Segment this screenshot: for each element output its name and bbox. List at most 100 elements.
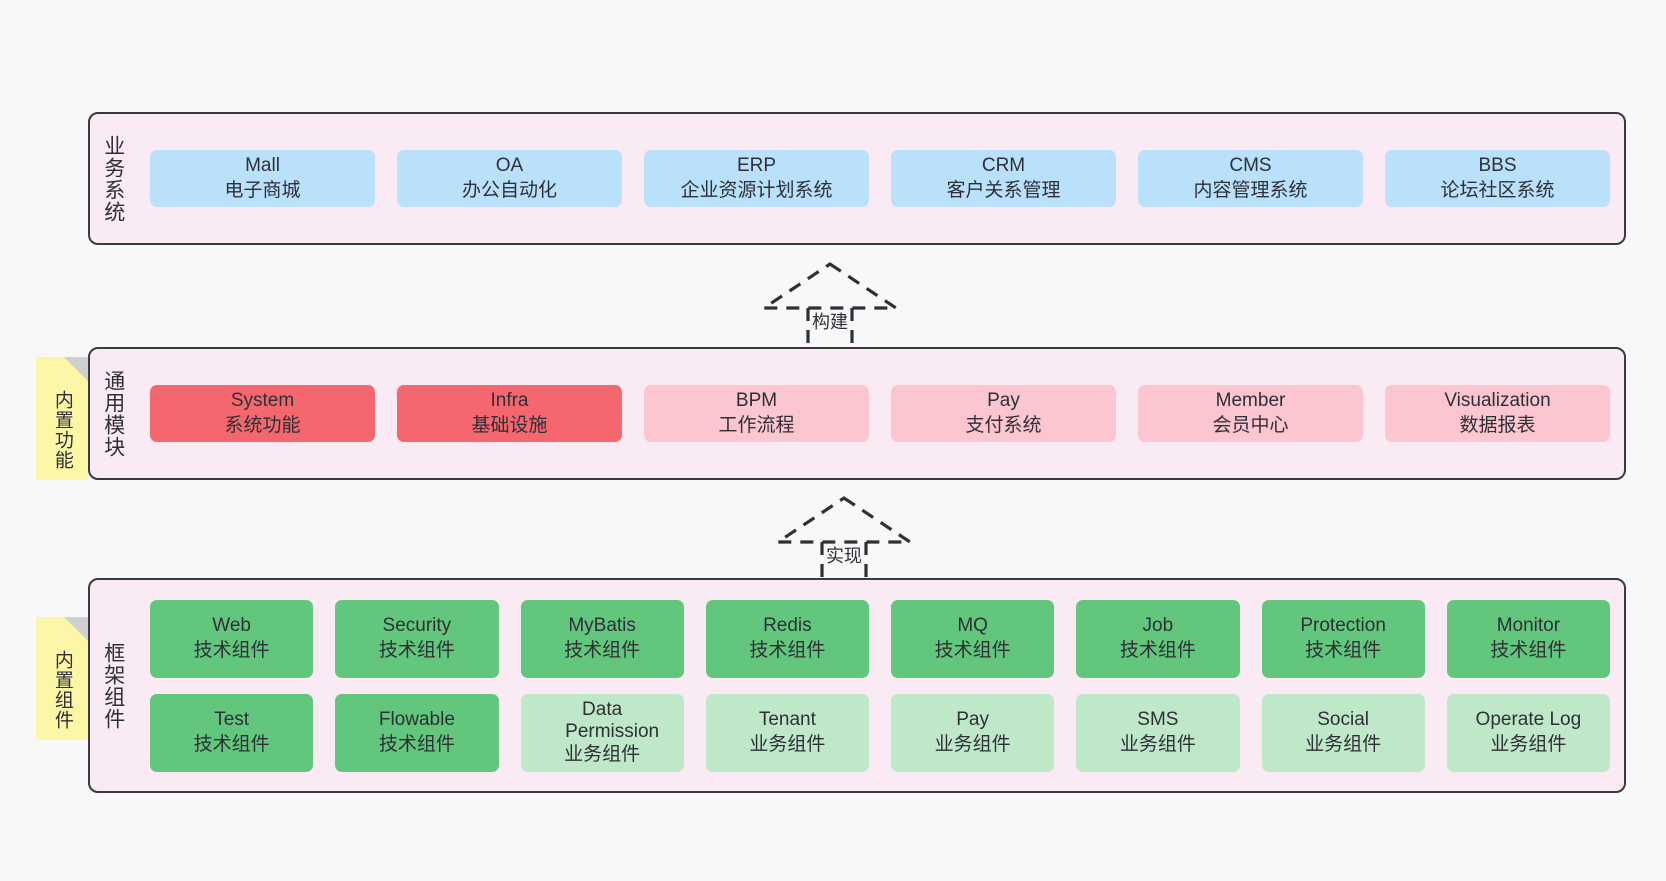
node-mq[interactable]: MQ 技术组件 — [891, 599, 1055, 678]
node-subtitle: 技术组件 — [564, 639, 641, 661]
node-subtitle: 电子商城 — [224, 179, 301, 201]
node-protection[interactable]: Protection 技术组件 — [1261, 599, 1425, 678]
arrow-head-triangle — [772, 496, 916, 544]
node-row: Web 技术组件 Security 技术组件 MyBatis 技术组件 Redi… — [150, 599, 1610, 678]
sticky-note-label: 内置组件 — [51, 649, 73, 730]
node-subtitle: 业务组件 — [564, 743, 641, 765]
node-infra[interactable]: Infra 基础设施 — [397, 384, 622, 443]
node-subtitle: 工作流程 — [718, 414, 795, 436]
layer-business-system-caption: 业务系统 — [101, 134, 125, 223]
connector-build-label: 构建 — [812, 312, 848, 332]
node-subtitle: 技术组件 — [1305, 639, 1382, 661]
node-erp[interactable]: ERP 企业资源计划系统 — [644, 149, 869, 208]
node-title: MQ — [957, 614, 988, 636]
node-subtitle: 业务组件 — [934, 733, 1011, 755]
node-title: Redis — [763, 614, 812, 636]
node-subtitle: 数据报表 — [1459, 414, 1536, 436]
node-title: Visualization — [1444, 389, 1551, 411]
node-subtitle: 系统功能 — [224, 414, 301, 436]
node-tenant[interactable]: Tenant 业务组件 — [705, 693, 869, 772]
node-mybatis[interactable]: MyBatis 技术组件 — [520, 599, 684, 678]
node-subtitle: 企业资源计划系统 — [680, 179, 833, 201]
node-web[interactable]: Web 技术组件 — [150, 599, 314, 678]
node-subtitle: 基础设施 — [471, 414, 548, 436]
node-subtitle: 技术组件 — [1490, 639, 1567, 661]
layer-common-modules: 通用模块 System 系统功能 Infra 基础设施 BPM 工作流程 Pay… — [88, 347, 1626, 480]
node-job[interactable]: Job 技术组件 — [1076, 599, 1240, 678]
node-mall[interactable]: Mall 电子商城 — [150, 149, 375, 208]
node-subtitle: 办公自动化 — [461, 179, 557, 201]
layer-framework-components-caption: 框架组件 — [101, 641, 125, 730]
node-subtitle: 技术组件 — [193, 639, 270, 661]
node-title: MyBatis — [568, 614, 636, 636]
sticky-note-builtin-features: 内置功能 — [36, 357, 88, 480]
layer-common-modules-caption: 通用模块 — [101, 369, 125, 458]
sticky-note-builtin-components: 内置组件 — [36, 617, 88, 740]
node-title: BBS — [1478, 154, 1517, 176]
node-subtitle: 业务组件 — [1490, 733, 1567, 755]
node-subtitle: 业务组件 — [1305, 733, 1382, 755]
node-subtitle: 内容管理系统 — [1193, 179, 1308, 201]
node-subtitle: 技术组件 — [749, 639, 826, 661]
node-subtitle: 支付系统 — [965, 414, 1042, 436]
node-member[interactable]: Member 会员中心 — [1138, 384, 1363, 443]
node-subtitle: 会员中心 — [1212, 414, 1289, 436]
node-sms[interactable]: SMS 业务组件 — [1076, 693, 1240, 772]
node-subtitle: 技术组件 — [934, 639, 1011, 661]
node-title: Security — [382, 614, 452, 636]
node-flowable[interactable]: Flowable 技术组件 — [335, 693, 499, 772]
node-title: Tenant — [758, 708, 816, 730]
node-title: Job — [1142, 614, 1174, 636]
layer-common-modules-body: System 系统功能 Infra 基础设施 BPM 工作流程 Pay 支付系统… — [136, 349, 1624, 478]
node-oa[interactable]: OA 办公自动化 — [397, 149, 622, 208]
layer-framework-components: 框架组件 Web 技术组件 Security 技术组件 MyBatis 技术组件… — [88, 578, 1626, 793]
node-subtitle: 客户关系管理 — [946, 179, 1061, 201]
node-visualization[interactable]: Visualization 数据报表 — [1385, 384, 1610, 443]
node-crm[interactable]: CRM 客户关系管理 — [891, 149, 1116, 208]
node-title: Pay — [987, 389, 1020, 411]
node-data-permission[interactable]: Data Permission 业务组件 — [520, 693, 684, 772]
node-title: Social — [1317, 708, 1369, 730]
node-cms[interactable]: CMS 内容管理系统 — [1138, 149, 1363, 208]
node-title: OA — [495, 154, 524, 176]
node-subtitle: 技术组件 — [1119, 639, 1196, 661]
node-row: System 系统功能 Infra 基础设施 BPM 工作流程 Pay 支付系统… — [150, 384, 1610, 443]
node-title: CMS — [1229, 154, 1272, 176]
connector-implement: 实现 — [770, 492, 918, 580]
node-subtitle: 技术组件 — [378, 733, 455, 755]
node-pay-business[interactable]: Pay 业务组件 — [891, 693, 1055, 772]
node-test[interactable]: Test 技术组件 — [150, 693, 314, 772]
node-title: Mall — [245, 154, 280, 176]
node-social[interactable]: Social 业务组件 — [1261, 693, 1425, 772]
node-bbs[interactable]: BBS 论坛社区系统 — [1385, 149, 1610, 208]
layer-framework-components-body: Web 技术组件 Security 技术组件 MyBatis 技术组件 Redi… — [136, 580, 1624, 791]
node-title: Data Permission — [565, 698, 660, 743]
node-title: Member — [1215, 389, 1286, 411]
node-title: Operate Log — [1475, 708, 1582, 730]
node-title: Infra — [490, 389, 529, 411]
node-title: System — [230, 389, 295, 411]
node-monitor[interactable]: Monitor 技术组件 — [1446, 599, 1610, 678]
node-title: Pay — [956, 708, 989, 730]
connector-implement-label: 实现 — [826, 546, 862, 566]
node-title: CRM — [981, 154, 1026, 176]
node-redis[interactable]: Redis 技术组件 — [705, 599, 869, 678]
node-system[interactable]: System 系统功能 — [150, 384, 375, 443]
node-security[interactable]: Security 技术组件 — [335, 599, 499, 678]
connector-build: 构建 — [756, 258, 904, 346]
node-title: ERP — [736, 154, 777, 176]
node-pay[interactable]: Pay 支付系统 — [891, 384, 1116, 443]
node-bpm[interactable]: BPM 工作流程 — [644, 384, 869, 443]
node-row: Test 技术组件 Flowable 技术组件 Data Permission … — [150, 693, 1610, 772]
node-subtitle: 论坛社区系统 — [1440, 179, 1555, 201]
node-subtitle: 技术组件 — [378, 639, 455, 661]
node-title: Web — [212, 614, 251, 636]
node-title: Flowable — [378, 708, 455, 730]
node-operate-log[interactable]: Operate Log 业务组件 — [1446, 693, 1610, 772]
sticky-note-label: 内置功能 — [51, 389, 73, 470]
layer-business-system: 业务系统 Mall 电子商城 OA 办公自动化 ERP 企业资源计划系统 CRM… — [88, 112, 1626, 245]
node-row: Mall 电子商城 OA 办公自动化 ERP 企业资源计划系统 CRM 客户关系… — [150, 149, 1610, 208]
arrow-shaft — [820, 542, 868, 580]
node-title: SMS — [1137, 708, 1179, 730]
